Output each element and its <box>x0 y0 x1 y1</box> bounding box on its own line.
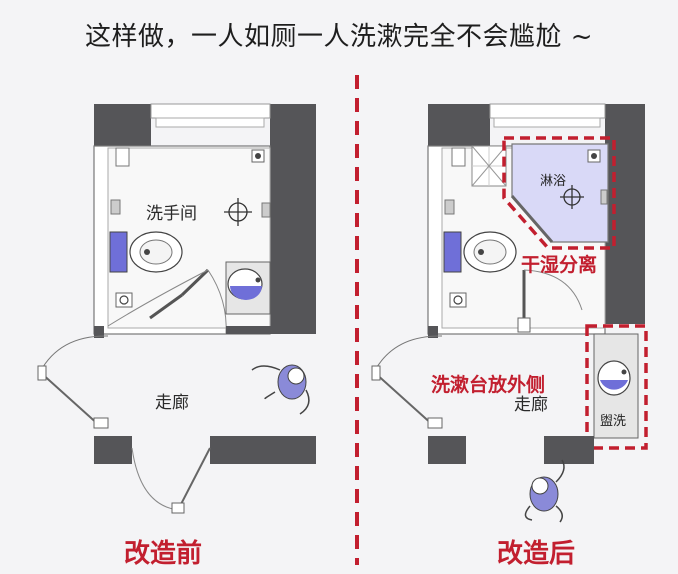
left-washbasin-icon <box>225 261 271 315</box>
right-window <box>493 117 601 128</box>
right-hallway-label: 走廊 <box>514 395 548 415</box>
right-bottom-wall-a <box>428 436 466 464</box>
left-bottom-wall-b <box>210 436 316 464</box>
left-hallway-label: 走廊 <box>155 393 189 413</box>
shower-label: 淋浴 <box>540 174 567 189</box>
left-caption: 改造前 <box>124 539 203 569</box>
left-bottom-wall-a <box>94 436 132 464</box>
right-person-icon <box>524 459 565 523</box>
right-hallway-door <box>371 335 443 429</box>
shower-tile-area <box>471 145 507 187</box>
left-right-wall <box>270 104 316 334</box>
shower-zone <box>502 136 616 250</box>
washbasin-dashed-frame <box>585 324 648 450</box>
left-floorplan <box>37 103 316 514</box>
outside-washbasin <box>585 324 648 450</box>
right-bottom-wall-b <box>544 436 594 464</box>
page-title: 这样做，一人如厕一人洗漱完全不会尴尬 ~ <box>84 22 594 52</box>
left-hallway-door <box>37 335 109 429</box>
left-folding-door <box>107 268 227 335</box>
left-top-wall-block <box>94 104 151 146</box>
right-room-door <box>517 269 583 333</box>
left-toilet-icon <box>109 231 183 273</box>
right-caption: 改造后 <box>497 539 576 569</box>
dry-wet-label: 干湿分离 <box>521 254 598 276</box>
left-floor-drain-icon <box>224 198 252 226</box>
right-top-wall-block <box>428 104 490 146</box>
right-toilet-icon <box>443 231 517 273</box>
left-window <box>155 117 265 128</box>
left-lower-door <box>131 447 211 514</box>
washbasin-note-label: 洗漱台放外侧 <box>431 374 546 396</box>
left-room-label: 洗手间 <box>146 204 197 224</box>
shower-drain-icon <box>560 185 584 209</box>
left-person-icon <box>251 364 310 415</box>
basin-label: 盥洗 <box>600 414 627 429</box>
right-floorplan <box>371 103 648 523</box>
right-right-wall <box>605 104 645 324</box>
